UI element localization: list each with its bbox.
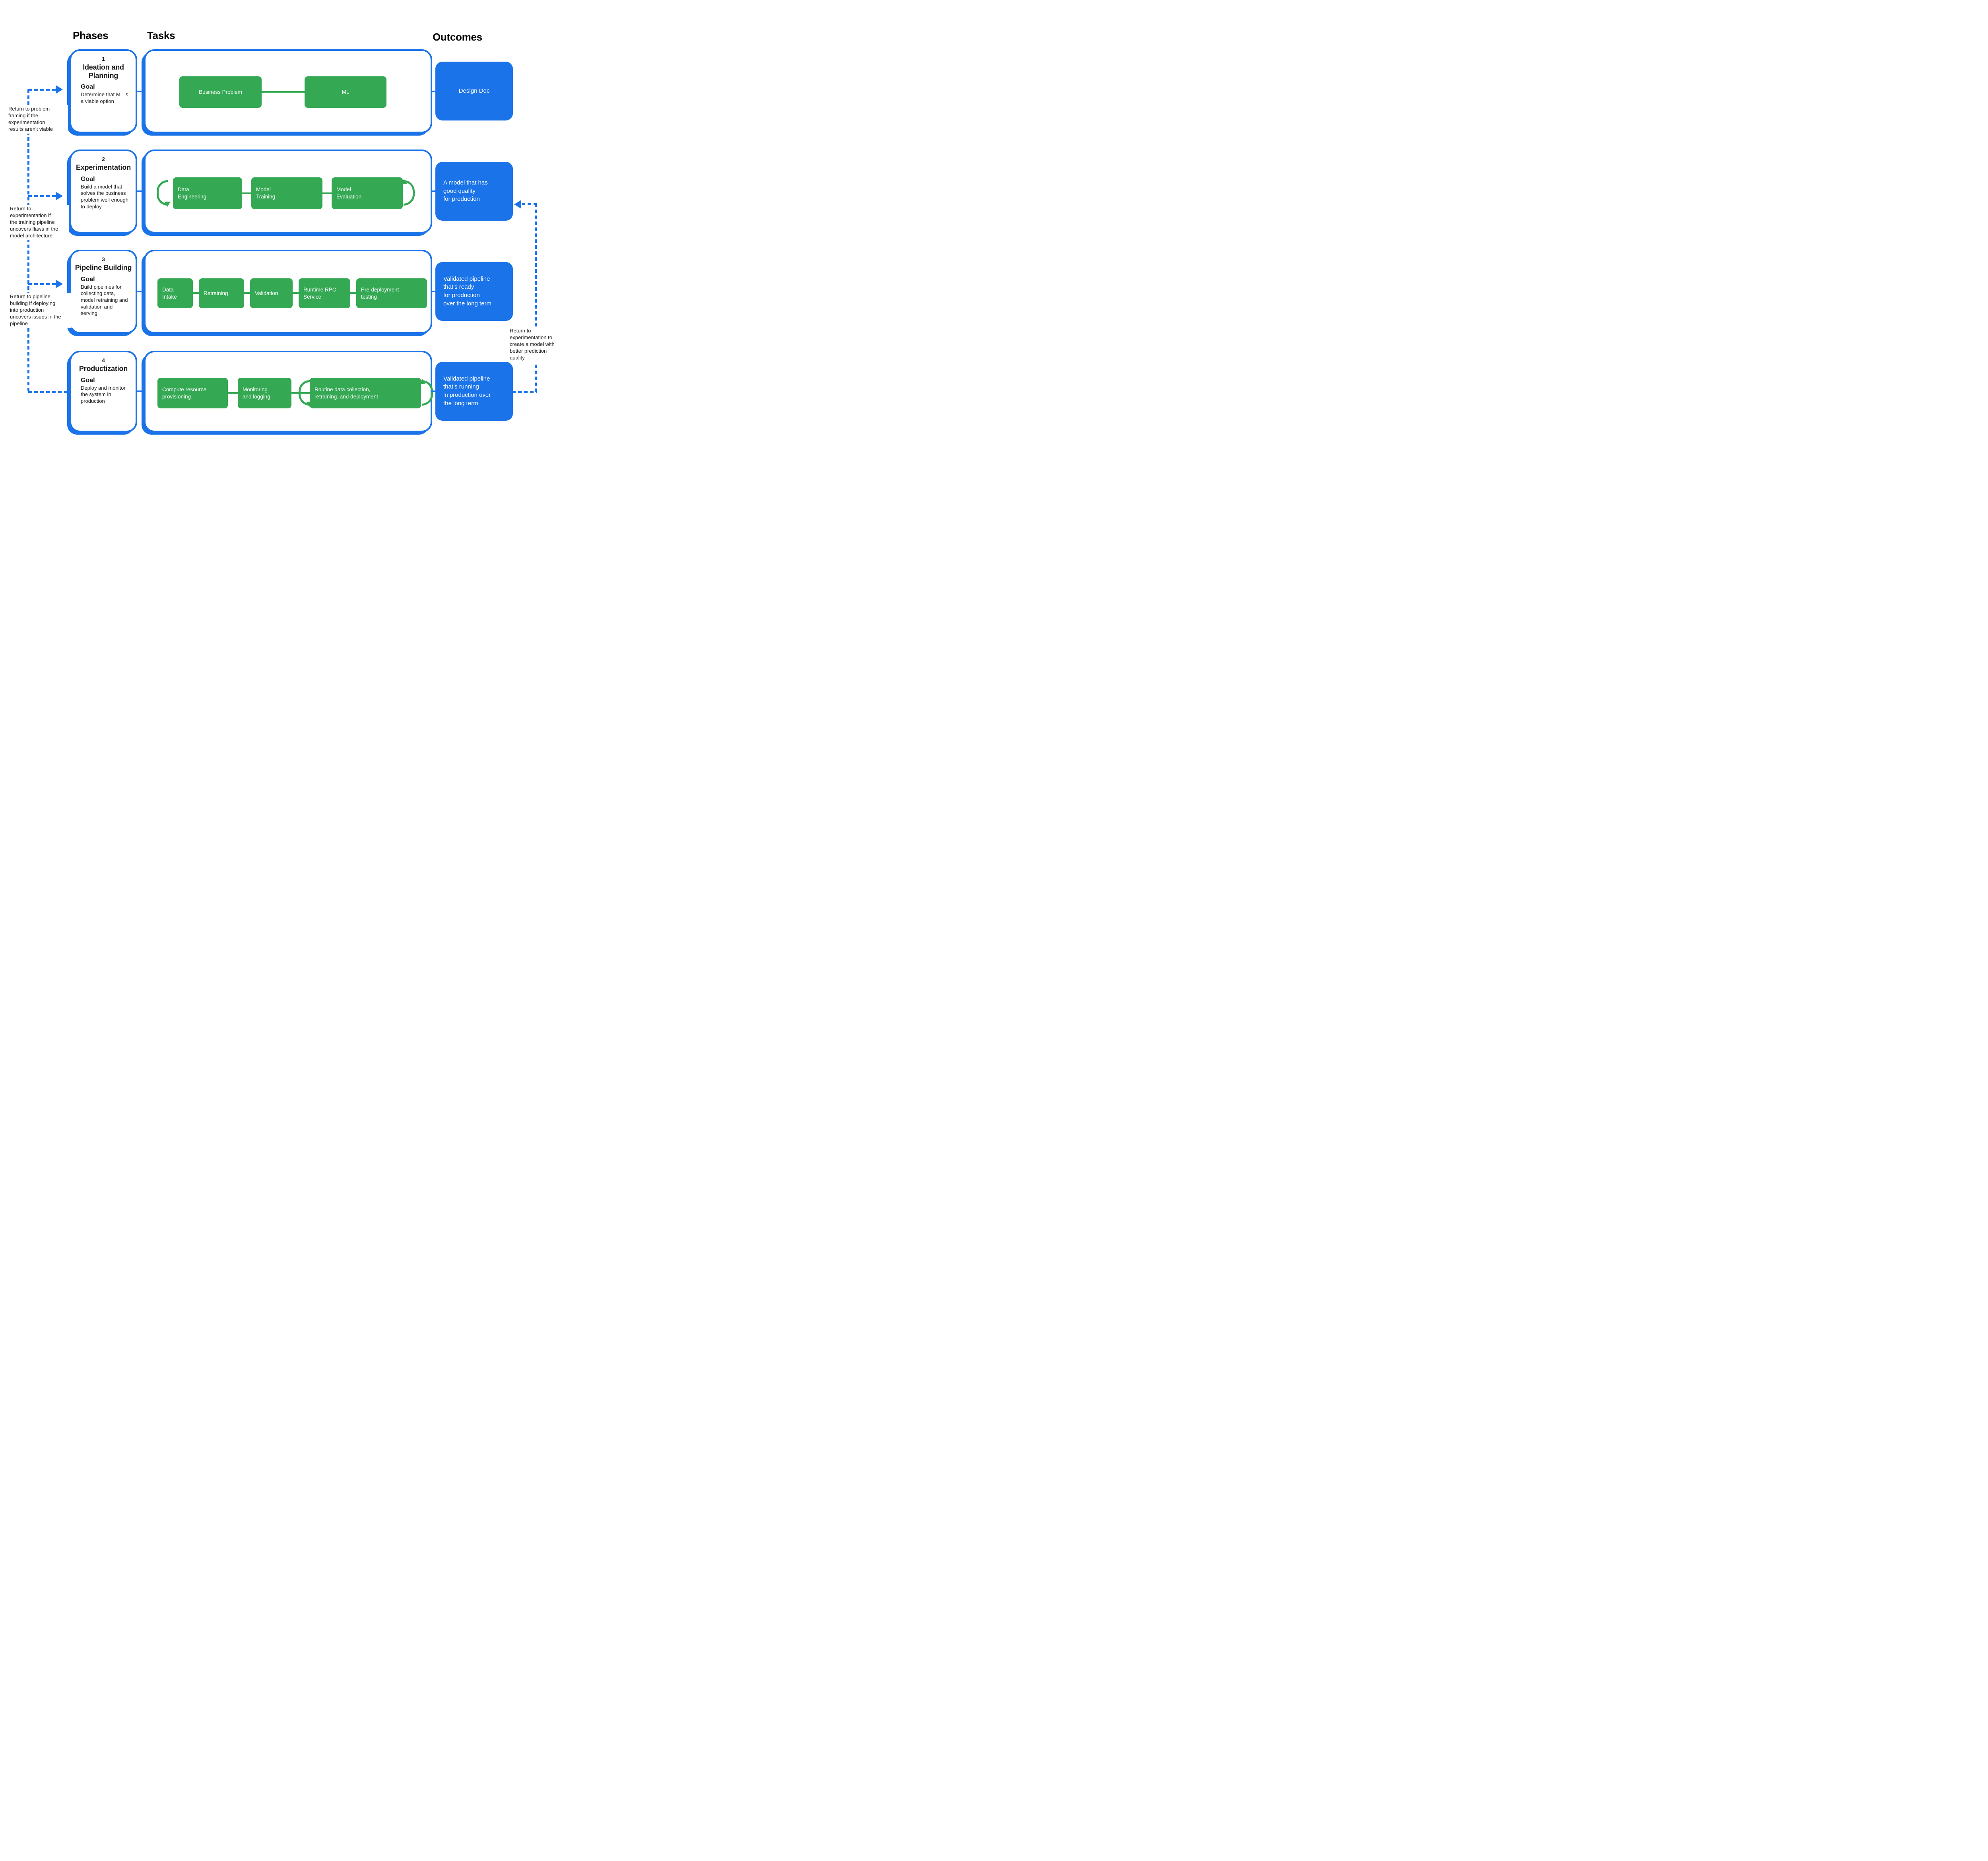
phase-number: 4	[102, 357, 105, 363]
goal-label: Goal	[81, 276, 95, 283]
annotation-return-problem-framing: Return to problem framing if the experim…	[8, 105, 68, 134]
right-return-bottom-segment	[512, 391, 537, 393]
annotation-return-experimentation: Return to experimentation if the trainin…	[10, 205, 69, 240]
tasks-column-header: Tasks	[147, 29, 175, 41]
task-compute-resource-provisioning: Compute resource provisioning	[157, 378, 228, 408]
outcome-validated-pipeline-ready: Validated pipeline that’s ready for prod…	[435, 262, 513, 321]
phases-column-header: Phases	[73, 29, 109, 41]
tasks-container-ideation: Business Problem ML	[144, 49, 432, 133]
phase-box-experimentation: 2 Experimentation Goal Build a model tha…	[70, 150, 137, 233]
phase-number: 2	[102, 156, 105, 162]
outcome-design-doc: Design Doc	[435, 62, 513, 120]
right-return-line	[535, 204, 537, 393]
task-connector	[244, 292, 250, 294]
task-business-problem: Business Problem	[179, 76, 262, 108]
cycle-arrow-right-icon	[419, 379, 433, 406]
phase-number: 3	[102, 256, 105, 262]
goal-text: Determine that ML is a viable option	[81, 91, 128, 104]
return-branch-to-phase1	[28, 89, 56, 91]
task-connector	[322, 192, 332, 194]
ml-lifecycle-diagram: Phases Tasks Outcomes 1 Ideation and Pla…	[0, 0, 564, 465]
task-outcome-connector	[431, 291, 437, 292]
task-ml: ML	[305, 76, 386, 108]
task-data-intake: Data Intake	[157, 278, 193, 308]
left-return-line	[27, 89, 29, 393]
task-model-evaluation: Model Evaluation	[332, 177, 403, 209]
outcome-validated-pipeline-running: Validated pipeline that’s running in pro…	[435, 362, 513, 421]
phase-task-connector	[136, 390, 146, 392]
goal-label: Goal	[81, 175, 95, 183]
cycle-arrow-right-icon	[401, 179, 415, 206]
phase-task-connector	[136, 291, 146, 292]
task-outcome-connector	[431, 390, 437, 392]
task-connector	[242, 192, 251, 194]
annotation-return-better-prediction: Return to experimentation to create a mo…	[510, 327, 564, 362]
task-model-training: Model Training	[251, 177, 322, 209]
task-data-engineering: Data Engineering	[173, 177, 242, 209]
task-connector	[193, 292, 199, 294]
tasks-container-productization: Compute resource provisioning Monitoring…	[144, 351, 433, 432]
task-connector	[350, 292, 356, 294]
phase-title: Pipeline Building	[75, 264, 132, 272]
right-return-top-segment	[522, 203, 537, 205]
task-connector	[262, 91, 305, 93]
task-pre-deployment-testing: Pre-deployment testing	[356, 278, 427, 308]
task-retraining: Retraining	[199, 278, 244, 308]
return-branch-from-phase4	[28, 391, 70, 393]
phase-title: Productization	[79, 365, 128, 373]
goal-text: Build a model that solves the business p…	[81, 183, 128, 210]
task-runtime-rpc-service: Runtime RPC Service	[299, 278, 350, 308]
phase-number: 1	[102, 56, 105, 62]
return-arrow-phase2-icon	[56, 192, 63, 200]
task-connector	[228, 392, 238, 394]
task-monitoring-and-logging: Monitoring and logging	[238, 378, 291, 408]
phase-box-pipeline-building: 3 Pipeline Building Goal Build pipelines…	[70, 250, 137, 334]
task-outcome-connector	[431, 190, 437, 192]
phase-task-connector	[136, 190, 146, 192]
tasks-container-pipeline-building: Data Intake Retraining Validation Runtim…	[144, 250, 432, 334]
annotation-return-pipeline-building: Return to pipeline building if deploying…	[10, 293, 72, 328]
goal-label: Goal	[81, 84, 95, 91]
return-branch-to-phase3	[28, 283, 56, 285]
goal-label: Goal	[81, 377, 95, 384]
return-arrow-phase1-icon	[56, 85, 63, 94]
cycle-arrow-left-icon	[157, 180, 171, 207]
phase-box-ideation-planning: 1 Ideation and Planning Goal Determine t…	[70, 49, 137, 133]
return-arrow-outcome2-icon	[514, 200, 521, 209]
cycle-arrow-left-icon	[299, 380, 313, 407]
return-arrow-phase3-icon	[56, 280, 63, 288]
phase-title: Ideation and Planning	[83, 63, 124, 80]
task-connector	[293, 292, 299, 294]
goal-text: Build pipelines for collecting data, mod…	[81, 284, 128, 317]
task-outcome-connector	[431, 91, 437, 92]
outcome-model-good-quality: A model that has good quality for produc…	[435, 162, 513, 221]
phase-title: Experimentation	[76, 163, 131, 171]
tasks-container-experimentation: Data Engineering Model Training Model Ev…	[144, 150, 432, 233]
task-routine-data-collection: Routine data collection, retraining, and…	[310, 378, 421, 408]
goal-text: Deploy and monitor the system in product…	[81, 385, 126, 404]
phase-task-connector	[136, 91, 146, 92]
task-validation: Validation	[250, 278, 293, 308]
return-branch-to-phase2	[28, 195, 56, 197]
outcomes-column-header: Outcomes	[433, 31, 482, 43]
phase-box-productization: 4 Productization Goal Deploy and monitor…	[70, 351, 137, 432]
